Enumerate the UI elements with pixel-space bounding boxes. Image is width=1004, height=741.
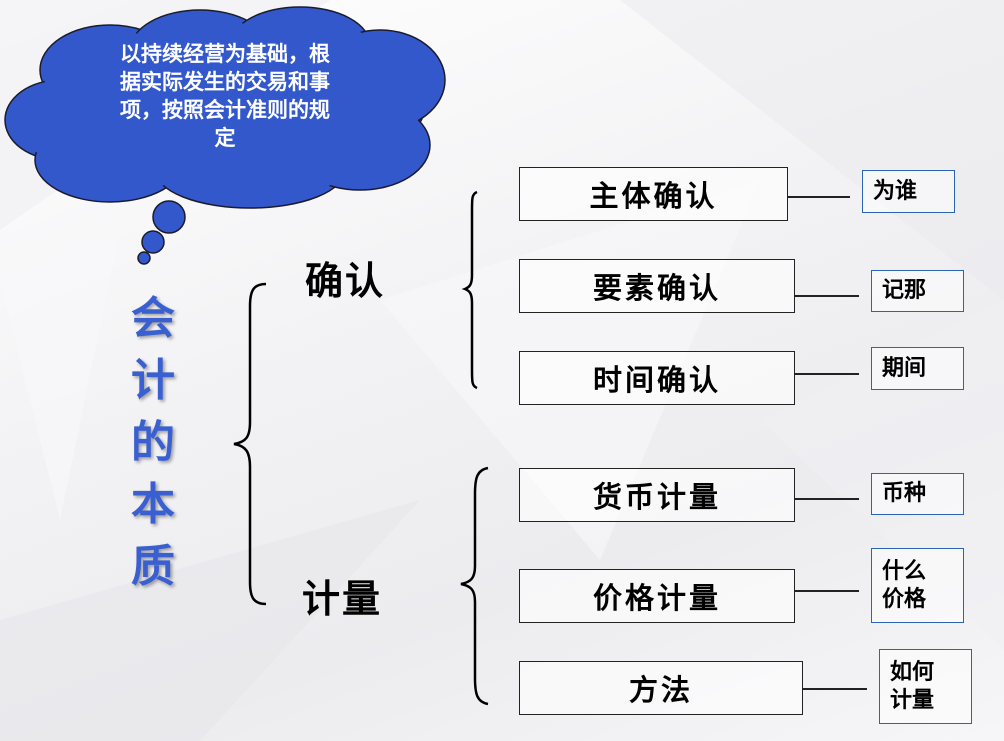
connector-line bbox=[795, 590, 859, 592]
item-time-recognition: 时间确认 bbox=[519, 351, 795, 405]
note-text: 价格 bbox=[882, 586, 927, 612]
note-text: 记那 bbox=[882, 278, 927, 303]
note-for-whom: 为谁 bbox=[862, 170, 955, 213]
note-text: 币种 bbox=[882, 481, 927, 506]
item-price-measurement: 价格计量 bbox=[519, 569, 795, 623]
title-char: 会 bbox=[131, 293, 175, 344]
item-label: 价格计量 bbox=[592, 581, 721, 615]
title-char: 的 bbox=[131, 417, 175, 468]
connector-line bbox=[795, 295, 859, 297]
item-monetary-measurement: 货币计量 bbox=[519, 468, 795, 522]
main-brace bbox=[233, 282, 267, 606]
connector-line bbox=[803, 688, 867, 690]
item-subject-recognition: 主体确认 bbox=[519, 167, 788, 221]
note-which-price: 什么 价格 bbox=[871, 548, 964, 623]
note-what-to-record: 记那 bbox=[871, 270, 964, 312]
cloud-line: 定 bbox=[214, 126, 236, 150]
branch-label-recognition: 确认 bbox=[305, 259, 386, 303]
note-text: 为谁 bbox=[873, 178, 918, 204]
note-currency: 币种 bbox=[871, 473, 964, 515]
note-text: 计量 bbox=[890, 687, 935, 713]
item-label: 要素确认 bbox=[592, 271, 721, 305]
connector-line bbox=[788, 196, 850, 198]
diagram-title: 会 计 的 本 质 bbox=[118, 288, 188, 598]
cloud-line: 项，按照会计准则的规 bbox=[120, 98, 330, 122]
cloud-line: 以持续经营为基础，根 bbox=[120, 42, 330, 66]
note-period: 期间 bbox=[871, 347, 964, 390]
recognition-brace bbox=[461, 190, 478, 390]
item-label: 主体确认 bbox=[589, 179, 718, 213]
item-label: 方法 bbox=[628, 673, 693, 707]
connector-line bbox=[795, 498, 859, 500]
item-label: 时间确认 bbox=[592, 363, 721, 397]
note-text: 如何 bbox=[890, 659, 935, 685]
item-label: 货币计量 bbox=[592, 480, 721, 514]
thought-cloud bbox=[4, 6, 446, 265]
branch-label-measurement: 计量 bbox=[302, 577, 383, 621]
item-method: 方法 bbox=[519, 661, 803, 715]
measurement-brace bbox=[460, 466, 489, 706]
title-char: 质 bbox=[131, 541, 175, 592]
item-element-recognition: 要素确认 bbox=[519, 259, 795, 313]
cloud-text: 以持续经营为基础，根 据实际发生的交易和事 项，按照会计准则的规 定 bbox=[80, 40, 370, 152]
note-text: 什么 bbox=[882, 558, 927, 584]
cloud-line: 据实际发生的交易和事 bbox=[120, 70, 330, 94]
connector-line bbox=[795, 373, 859, 375]
note-how-to-measure: 如何 计量 bbox=[879, 649, 972, 724]
note-text: 期间 bbox=[882, 355, 927, 381]
title-char: 本 bbox=[131, 479, 175, 530]
title-char: 计 bbox=[131, 355, 175, 406]
